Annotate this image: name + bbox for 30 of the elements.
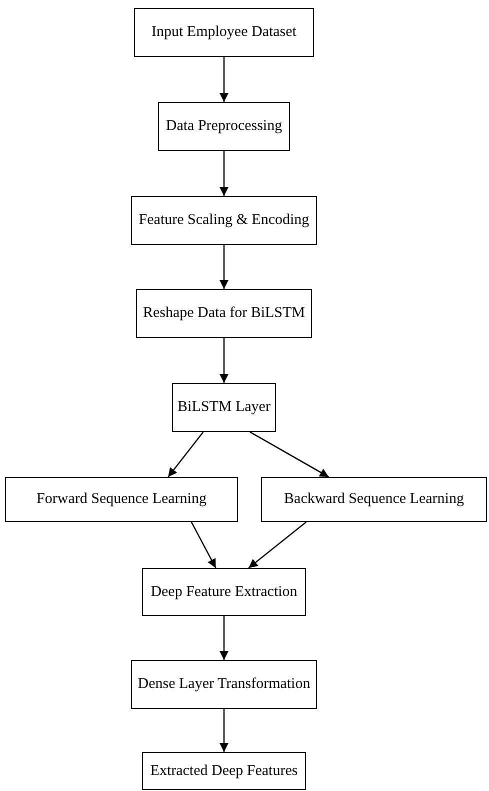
- box-label: Backward Sequence Learning: [284, 491, 464, 508]
- box-label: Reshape Data for BiLSTM: [142, 305, 306, 322]
- box-label: BiLSTM Layer: [178, 399, 270, 416]
- arrow: [220, 151, 228, 196]
- process-box: [158, 102, 290, 151]
- arrow: [220, 616, 228, 660]
- process-box: [136, 289, 312, 338]
- arrow: [250, 431, 330, 478]
- box-label: Deep Feature Extraction: [150, 584, 298, 600]
- process-box: [142, 752, 306, 790]
- box-label: Forward Sequence Learning: [36, 491, 206, 508]
- box-label: Data Preprocessing: [166, 118, 282, 135]
- arrow: [220, 338, 228, 383]
- arrow: [248, 522, 307, 568]
- process-box: [142, 568, 306, 616]
- process-box: [131, 196, 317, 245]
- box-label: Feature Scaling & Encoding: [138, 212, 310, 229]
- process-box: [172, 383, 276, 432]
- box-label: Extracted Deep Features: [150, 762, 298, 780]
- arrow: [190, 522, 216, 568]
- box-label: Dense Layer Transformation: [138, 676, 310, 693]
- process-box: [261, 477, 487, 522]
- arrow: [220, 57, 228, 102]
- process-box: [134, 8, 314, 57]
- box-label: Input Employee Dataset: [152, 24, 296, 41]
- arrow: [220, 245, 228, 289]
- arrow: [220, 709, 228, 752]
- process-box: [5, 477, 238, 522]
- process-box: [131, 660, 317, 709]
- arrow: [168, 432, 204, 478]
